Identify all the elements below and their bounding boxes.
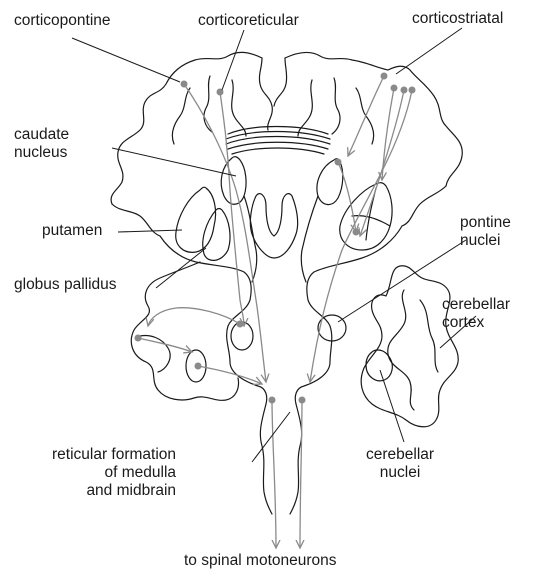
tract-corticostriatal-caudate [348,76,384,156]
left-lower-inner [140,336,170,373]
tract-loop-mid [138,338,192,352]
label-corticoreticular: corticoreticular [198,12,299,30]
cerebellum-inner [388,290,438,410]
left-lower-structure [131,262,238,400]
tract-loop-bottom [198,366,262,384]
label-reticular-formation: reticular formation of medulla and midbr… [52,446,176,500]
label-putamen: putamen [42,222,102,240]
ventricle [250,194,297,258]
label-corticopontine: corticopontine [14,12,111,30]
outer-cortex-right [402,186,446,226]
tract-corticostriatal-2 [360,90,404,236]
label-globus-pallidus: globus pallidus [14,276,117,294]
label-caudate-nucleus: caudate nucleus [14,126,69,162]
label-corticostriatal: corticostriatal [412,10,503,28]
globus-pallidus-left [203,209,230,261]
tract-right-descending [310,90,412,382]
label-pontine-nuclei: pontine nuclei [460,214,511,250]
label-cerebellar-cortex: cerebellar cortex [442,296,510,332]
internal-capsule-right [301,196,318,282]
cerebellum-outline [361,266,458,427]
label-to-spinal-motoneurons: to spinal motoneurons [184,552,337,570]
label-cerebellar-nuclei: cerebellar nuclei [366,446,434,482]
leader-lines [72,28,476,462]
tract-loop-top [148,308,240,326]
medulla-left [260,404,272,514]
corpus-callosum [226,127,330,155]
tract-spinal-left [272,400,276,548]
